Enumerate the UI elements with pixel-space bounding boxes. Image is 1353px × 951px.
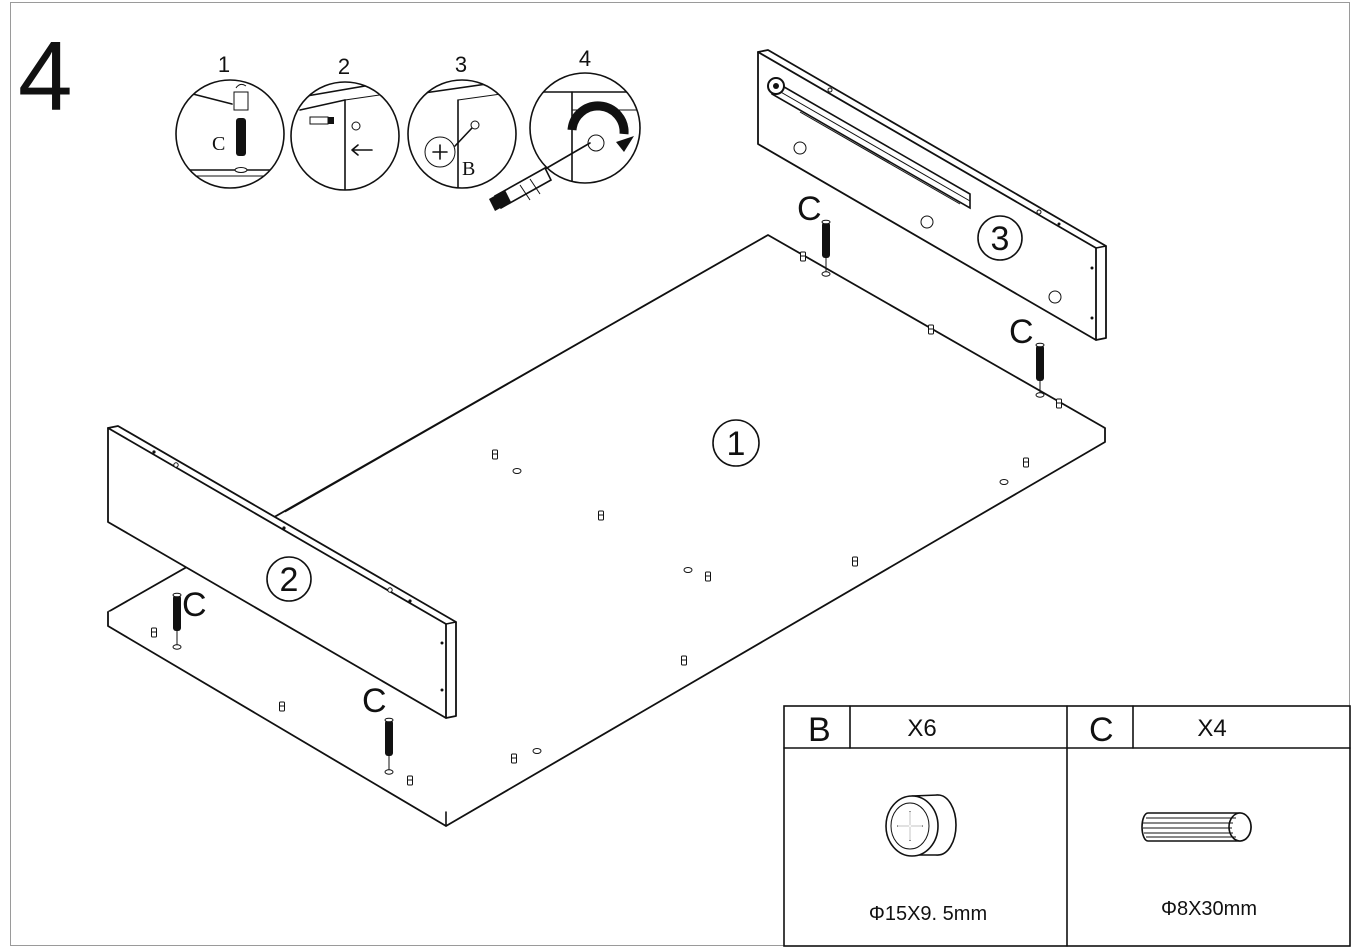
part-b-size: Φ15X9. 5mm bbox=[869, 903, 987, 925]
panel-2-number: 2 bbox=[280, 561, 299, 599]
page-frame bbox=[10, 2, 1350, 946]
panel-3-marker: 3 bbox=[977, 215, 1023, 261]
inset-tighten-screwdriver bbox=[529, 72, 641, 184]
parts-table: B X6 C X4 Φ15X9. 5mm Φ8X30mm bbox=[783, 705, 1351, 947]
step-number: 4 bbox=[18, 21, 73, 131]
sub-step-3-number: 3 bbox=[455, 52, 467, 77]
panel-2-marker: 2 bbox=[266, 556, 312, 602]
inset-hammer-dowel: C bbox=[175, 79, 285, 189]
panel-1-marker: 1 bbox=[712, 419, 760, 467]
panel-3-number: 3 bbox=[991, 220, 1010, 258]
panel-1-number: 1 bbox=[727, 425, 746, 463]
inset-place-cam-lock: B bbox=[407, 79, 517, 189]
part-b-letter: B bbox=[808, 711, 831, 749]
inset-insert-cam-bolt bbox=[290, 81, 400, 191]
wood-dowel-icon bbox=[1141, 812, 1252, 842]
dowel-label-back-right: C bbox=[1009, 313, 1034, 351]
part-b-quantity: X6 bbox=[907, 715, 936, 742]
inset-cam-label: B bbox=[462, 158, 475, 180]
drawer-slide-rail bbox=[767, 77, 971, 210]
screwdriver-icon bbox=[489, 142, 591, 211]
base-cam-pins bbox=[151, 251, 1062, 786]
dowel-label-front-left: C bbox=[182, 586, 207, 624]
dowel-label-back-left: C bbox=[797, 190, 822, 228]
part-c-quantity: X4 bbox=[1197, 715, 1226, 742]
dowel-label-front-right: C bbox=[362, 682, 387, 720]
part-c-letter: C bbox=[1089, 711, 1114, 749]
inset-dowel-label: C bbox=[212, 133, 225, 155]
sub-step-4-number: 4 bbox=[579, 46, 591, 71]
base-panel bbox=[107, 234, 1106, 827]
sub-step-2-number: 2 bbox=[338, 54, 350, 79]
part-c-size: Φ8X30mm bbox=[1161, 898, 1257, 920]
sub-step-1-number: 1 bbox=[218, 52, 230, 77]
cam-lock-icon bbox=[885, 794, 957, 857]
base-dowels bbox=[172, 219, 1045, 775]
